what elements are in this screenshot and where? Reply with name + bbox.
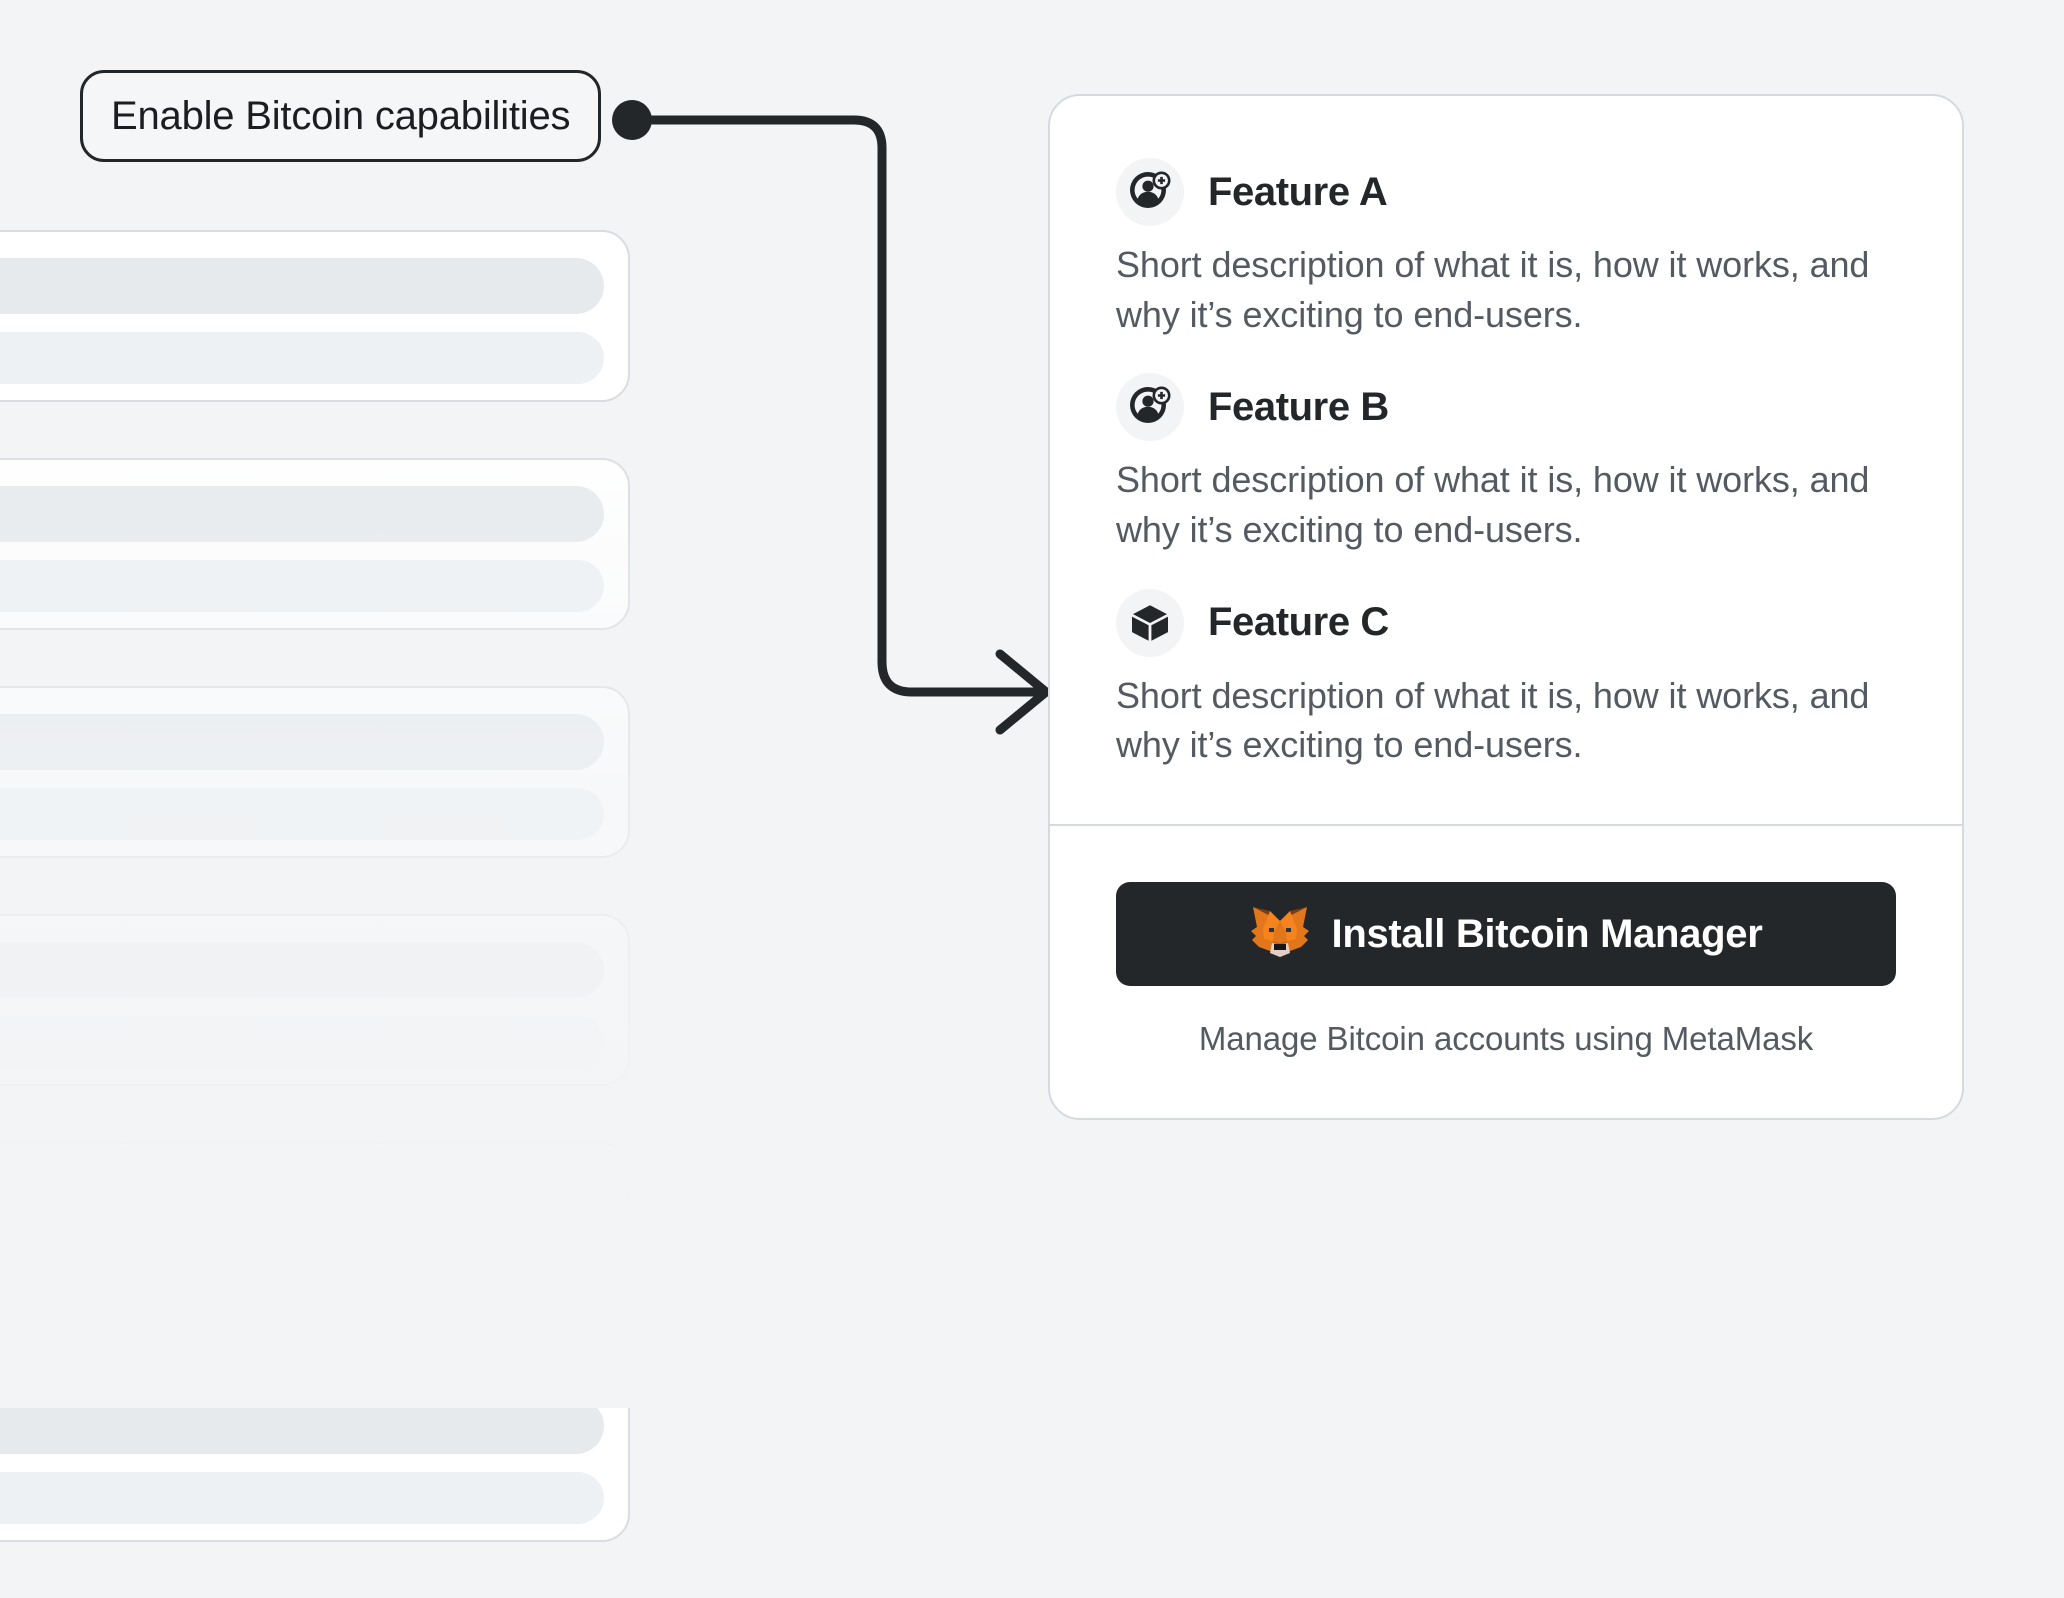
card-divider (1050, 824, 1962, 827)
install-button-label: Install Bitcoin Manager (1331, 911, 1763, 956)
skeleton-card (0, 914, 630, 1086)
skeleton-bar-secondary (0, 1244, 604, 1296)
callout-label: Enable Bitcoin capabilities (80, 70, 602, 162)
skeleton-bar-secondary (0, 1016, 604, 1068)
cube-icon (1116, 588, 1184, 657)
skeleton-bar-secondary (0, 560, 604, 612)
feature-description: Short description of what it is, how it … (1116, 244, 1870, 335)
skeleton-bar-primary (0, 1170, 604, 1226)
feature-item-a: Feature A Short description of what it i… (1116, 158, 1896, 339)
install-bitcoin-manager-button[interactable]: Install Bitcoin Manager (1116, 882, 1896, 987)
feature-item-c: Feature C Short description of what it i… (1116, 588, 1896, 770)
metamask-fox-icon (1250, 905, 1310, 964)
connector-dot-icon (612, 100, 652, 140)
skeleton-bar-primary (0, 258, 604, 314)
skeleton-bar-secondary (0, 788, 604, 840)
feature-header: Feature B (1116, 373, 1896, 442)
feature-title: Feature A (1208, 169, 1388, 214)
add-account-icon (1116, 373, 1184, 442)
skeleton-card-list (0, 230, 630, 1598)
skeleton-bar-secondary (0, 1472, 604, 1524)
feature-header: Feature A (1116, 158, 1896, 226)
install-caption: Manage Bitcoin accounts using MetaMask (1198, 1020, 1814, 1058)
feature-description: Short description of what it is, how it … (1116, 674, 1870, 766)
skeleton-card (0, 686, 630, 858)
card-footer: Install Bitcoin Manager Manage Bitcoin a… (1050, 826, 1962, 1118)
add-account-icon (1116, 158, 1184, 226)
feature-title: Feature B (1208, 384, 1389, 429)
callout-label-text: Enable Bitcoin capabilities (111, 93, 571, 138)
feature-item-b: Feature B Short description of what it i… (1116, 373, 1896, 554)
skeleton-bar-secondary (0, 332, 604, 384)
skeleton-bar-primary (0, 486, 604, 542)
skeleton-card (0, 1142, 630, 1314)
skeleton-bar-primary (0, 1398, 604, 1454)
feature-header: Feature C (1116, 588, 1896, 657)
feature-card: Feature A Short description of what it i… (1048, 94, 1964, 1121)
skeleton-card (0, 230, 630, 402)
skeleton-card (0, 458, 630, 630)
skeleton-bar-primary (0, 942, 604, 998)
skeleton-bar-primary (0, 714, 604, 770)
feature-list: Feature A Short description of what it i… (1050, 96, 1962, 824)
feature-description: Short description of what it is, how it … (1116, 459, 1870, 551)
feature-title: Feature C (1208, 600, 1389, 645)
skeleton-card (0, 1370, 630, 1542)
